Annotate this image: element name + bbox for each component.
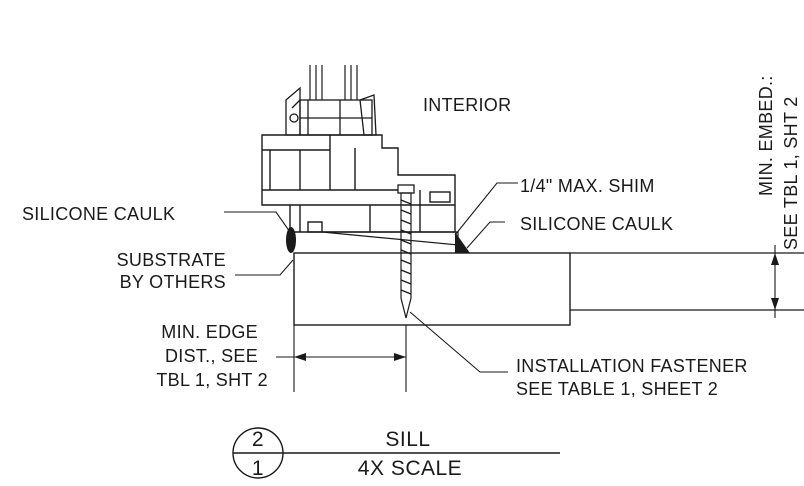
sheet-number: 1 [252, 457, 264, 480]
detail-scale: 4X SCALE [358, 457, 462, 480]
embed-dimension [771, 245, 779, 318]
embed-label-line2: SEE TBL 1, SHT 2 [781, 96, 801, 250]
caulk-bead-left [286, 227, 296, 253]
edge-distance-dimension [276, 325, 407, 392]
detail-number: 2 [252, 428, 264, 451]
shim-wedge [321, 231, 459, 246]
silicone-caulk-right-label: SILICONE CAULK [520, 214, 673, 234]
caulk-bead-right [455, 232, 470, 253]
interior-label: INTERIOR [423, 95, 511, 115]
detail-title-block: 2 1 SILL 4X SCALE [232, 427, 560, 480]
edge-distance-label-line2: DIST., SEE [165, 346, 258, 366]
installation-fastener [397, 184, 415, 319]
sash-frame [285, 86, 377, 136]
glazing-lines [309, 65, 358, 101]
sill-frame-profile [261, 134, 456, 233]
silicone-caulk-left-label: SILICONE CAULK [22, 204, 175, 224]
edge-distance-label-line3: TBL 1, SHT 2 [156, 370, 268, 390]
substrate-block [293, 252, 804, 326]
leader-lines [224, 182, 518, 373]
shim-label: 1/4" MAX. SHIM [520, 176, 655, 196]
embed-label-line1: MIN. EMBED.: [756, 75, 776, 196]
detail-title: SILL [385, 428, 430, 451]
edge-distance-label-line1: MIN. EDGE [161, 322, 258, 342]
substrate-label-line1: SUBSTRATE [117, 250, 226, 270]
fastener-label-line1: INSTALLATION FASTENER [516, 356, 748, 376]
fastener-label-line2: SEE TABLE 1, SHEET 2 [516, 379, 718, 399]
substrate-label-line2: BY OTHERS [120, 272, 226, 292]
